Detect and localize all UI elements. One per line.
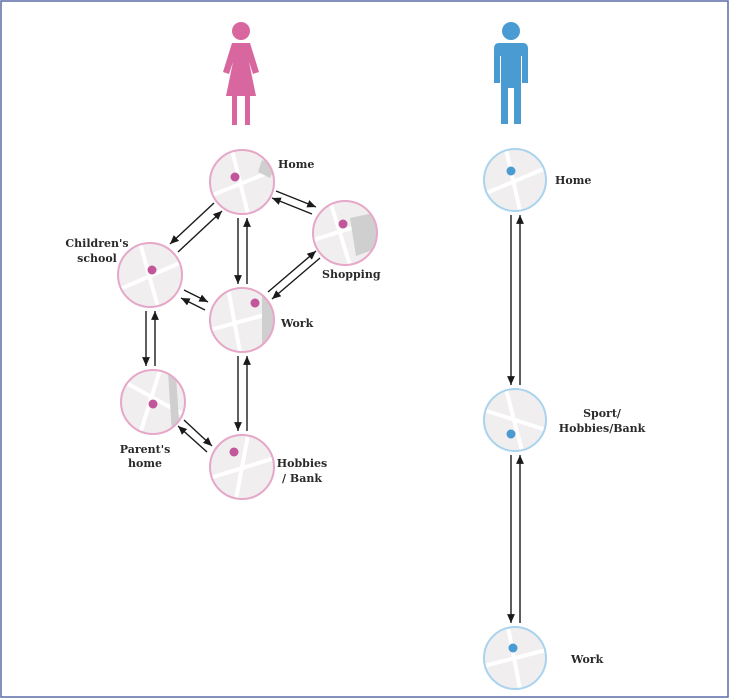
arrow-home-to-shopping — [275, 190, 317, 208]
woman-node-parents-home — [120, 369, 186, 435]
man-node-home — [483, 148, 547, 212]
label-man-sport-line2: Hobbies/Bank — [559, 422, 646, 435]
label-home: Home — [278, 158, 314, 171]
location-dot — [147, 265, 157, 275]
arrow-work-to-school — [180, 297, 206, 311]
location-dot — [506, 166, 516, 176]
arrow-home-to-school — [169, 202, 215, 245]
location-dot — [506, 429, 516, 439]
woman-node-work — [209, 287, 275, 353]
label-man-sport-line1: Sport/ — [583, 407, 622, 420]
label-parents-home-line2: home — [128, 457, 162, 470]
location-dot — [229, 447, 239, 457]
man-labels: Home Sport/ Hobbies/Bank Work — [555, 174, 646, 666]
label-parents-home-line1: Parent's — [120, 443, 171, 456]
woman-icon — [223, 22, 259, 125]
arrow-work-to-shopping — [267, 250, 317, 293]
man-node-work — [483, 626, 547, 690]
man-node-sport-hobbies-bank — [483, 388, 547, 452]
man-arrows — [507, 215, 524, 623]
man-icon — [494, 22, 528, 124]
location-dot — [148, 399, 158, 409]
woman-node-childrens-school — [117, 242, 183, 308]
woman-node-home — [209, 149, 275, 215]
woman-arrows — [142, 190, 321, 453]
label-hobbies-bank-line1: Hobbies — [277, 457, 327, 470]
location-dot — [508, 643, 518, 653]
label-man-work: Work — [570, 653, 604, 666]
arrow-shopping-to-home — [271, 197, 313, 215]
label-hobbies-bank-line2: / Bank — [282, 472, 322, 485]
arrow-hobbies-to-parents — [177, 425, 208, 453]
location-dot — [338, 219, 348, 229]
arrow-school-to-work — [183, 289, 209, 303]
arrow-parents-to-hobbies — [183, 419, 213, 447]
label-man-home: Home — [555, 174, 591, 187]
woman-node-hobbies-bank — [209, 434, 275, 500]
label-shopping: Shopping — [322, 268, 381, 281]
label-work: Work — [280, 317, 314, 330]
arrow-school-to-home — [177, 210, 223, 253]
arrow-shopping-to-work — [271, 257, 321, 300]
woman-labels: Home Shopping Children's school Work Par… — [65, 158, 380, 485]
label-childrens-school-line2: school — [77, 252, 117, 265]
woman-node-shopping — [312, 200, 378, 266]
label-childrens-school-line1: Children's — [65, 237, 128, 250]
location-dot — [230, 172, 240, 182]
location-dot — [250, 298, 260, 308]
